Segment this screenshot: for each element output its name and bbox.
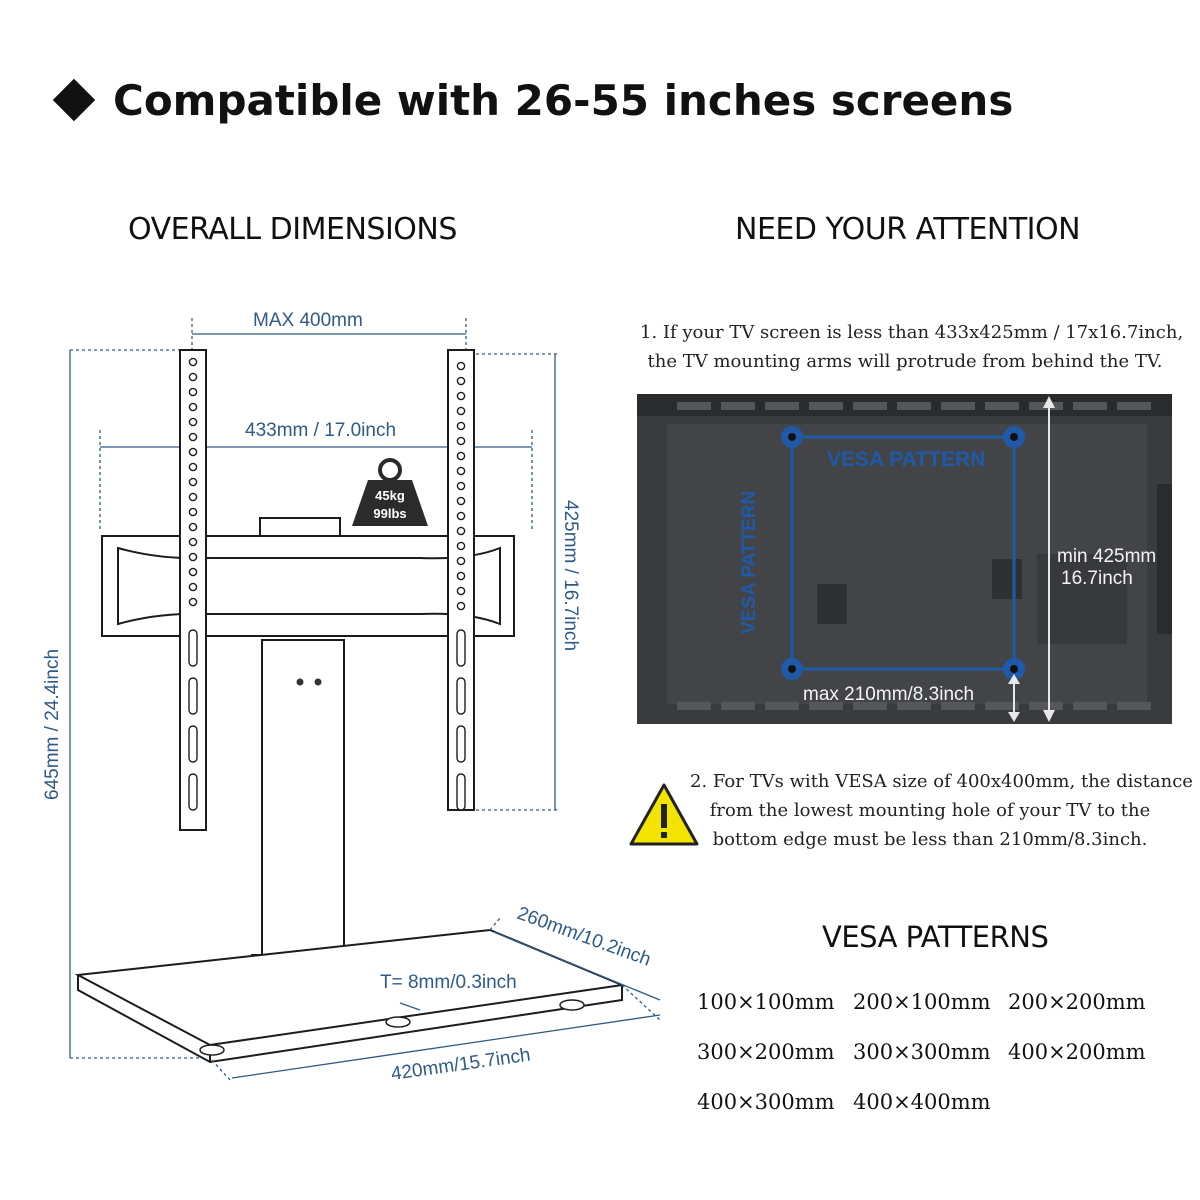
tv-vent — [941, 402, 975, 410]
note-1: 1. If your TV screen is less than 433x42… — [640, 322, 1184, 372]
mounting-hole — [456, 361, 466, 371]
tv-vent — [853, 702, 887, 710]
mounting-hole — [188, 492, 198, 502]
vesa-pattern-item: 400×300mm — [697, 1090, 835, 1114]
vesa-pattern-item: 200×100mm — [853, 990, 991, 1014]
mounting-hole — [188, 447, 198, 457]
mounting-hole — [188, 372, 198, 382]
mounting-hole — [188, 402, 198, 412]
vesa-pattern-item: 400×400mm — [853, 1090, 991, 1114]
diamond-bullet-icon — [52, 78, 96, 122]
mounting-hole — [188, 417, 198, 427]
headline: Compatible with 26-55 inches screens — [52, 68, 1014, 132]
mounting-hole — [456, 586, 466, 596]
mounting-slot — [188, 677, 198, 715]
mounting-hole — [456, 391, 466, 401]
mounting-hole — [456, 406, 466, 416]
vesa-pattern-label-vertical: VESA PATTERN — [739, 491, 760, 634]
note-2: 2. For TVs with VESA size of 400x400mm, … — [690, 771, 1193, 850]
attention-title: NEED YOUR ATTENTION — [735, 212, 1081, 247]
mounting-slot — [188, 725, 198, 763]
tv-vent — [677, 402, 711, 410]
mounting-slot — [456, 629, 466, 667]
thickness-label: T= 8mm/0.3inch — [380, 972, 517, 993]
warning-icon — [629, 783, 699, 846]
mounting-slot — [456, 677, 466, 715]
mounting-hole — [188, 552, 198, 562]
mounting-hole — [456, 556, 466, 566]
mounting-hole — [456, 481, 466, 491]
tv-back-illustration: VESA PATTERN VESA PATTERN min 425mm 16.7… — [637, 394, 1172, 724]
vesa-pattern-label-horizontal: VESA PATTERN — [827, 448, 985, 471]
mounting-slot — [456, 725, 466, 763]
base-width-label: 420mm/15.7inch — [390, 1045, 532, 1085]
mounting-slot — [456, 773, 466, 811]
mounting-hole — [456, 496, 466, 506]
tv-vent — [809, 402, 843, 410]
tv-vent — [941, 702, 975, 710]
tv-vent — [809, 702, 843, 710]
tv-vent — [721, 402, 755, 410]
headline-text: Compatible with 26-55 inches screens — [113, 75, 1014, 125]
vesa-pattern-item: 200×200mm — [1008, 990, 1146, 1014]
mounting-hole — [188, 537, 198, 547]
overall-dimensions-title: OVERALL DIMENSIONS — [128, 212, 457, 247]
weight-lbs-label: 99lbs — [373, 506, 406, 521]
tv-vent — [677, 702, 711, 710]
tv-vent — [1117, 702, 1151, 710]
mount-width-label: 433mm / 17.0inch — [245, 420, 396, 441]
mount-height-label: 425mm / 16.7inch — [560, 500, 581, 651]
mounting-hole — [188, 477, 198, 487]
tv-vent — [1117, 402, 1151, 410]
mounting-hole — [188, 387, 198, 397]
vesa-pattern-item: 300×300mm — [853, 1040, 991, 1064]
mounting-hole — [456, 421, 466, 431]
mounting-hole — [188, 582, 198, 592]
vesa-pattern-item: 400×200mm — [1008, 1040, 1146, 1064]
mounting-hole — [456, 466, 466, 476]
tv-vent — [765, 402, 799, 410]
tv-vent — [985, 702, 1019, 710]
max-width-label: MAX 400mm — [253, 310, 363, 331]
mounting-hole — [456, 451, 466, 461]
mounting-hole — [188, 597, 198, 607]
weight-icon: 45kg 99lbs — [352, 458, 428, 526]
tv-vent — [897, 702, 931, 710]
tv-vent — [853, 402, 887, 410]
total-height-label: 645mm / 24.4inch — [42, 649, 63, 800]
tv-vent — [985, 402, 1019, 410]
vesa-pattern-item: 100×100mm — [697, 990, 835, 1014]
min-height-inch-label: 16.7inch — [1061, 568, 1133, 589]
weight-kg-label: 45kg — [375, 488, 405, 503]
tv-vent — [1073, 702, 1107, 710]
mounting-hole — [188, 432, 198, 442]
tv-vent — [897, 402, 931, 410]
mounting-hole — [188, 522, 198, 532]
mounting-hole — [456, 601, 466, 611]
tv-vent — [1073, 402, 1107, 410]
mounting-slot — [188, 629, 198, 667]
right-mounting-arm — [447, 349, 475, 811]
vesa-pattern-item: 300×200mm — [697, 1040, 835, 1064]
mounting-hole — [456, 376, 466, 386]
min-height-label: min 425mm — [1057, 546, 1156, 567]
tv-vent — [765, 702, 799, 710]
tv-vent — [721, 702, 755, 710]
vesa-patterns-title: VESA PATTERNS — [822, 920, 1049, 954]
max-bottom-label: max 210mm/8.3inch — [803, 684, 974, 705]
mounting-hole — [456, 541, 466, 551]
mounting-hole — [188, 462, 198, 472]
left-mounting-arm — [179, 349, 207, 831]
mounting-hole — [456, 571, 466, 581]
mounting-hole — [188, 357, 198, 367]
mounting-hole — [456, 436, 466, 446]
tv-vent — [1029, 702, 1063, 710]
mounting-hole — [188, 507, 198, 517]
mounting-hole — [456, 526, 466, 536]
mounting-slot — [188, 773, 198, 811]
mounting-hole — [456, 511, 466, 521]
mounting-hole — [188, 567, 198, 577]
stand-dimension-drawing: MAX 400mm 433mm / 17.0inch 425mm / 16.7i… — [42, 310, 661, 1085]
